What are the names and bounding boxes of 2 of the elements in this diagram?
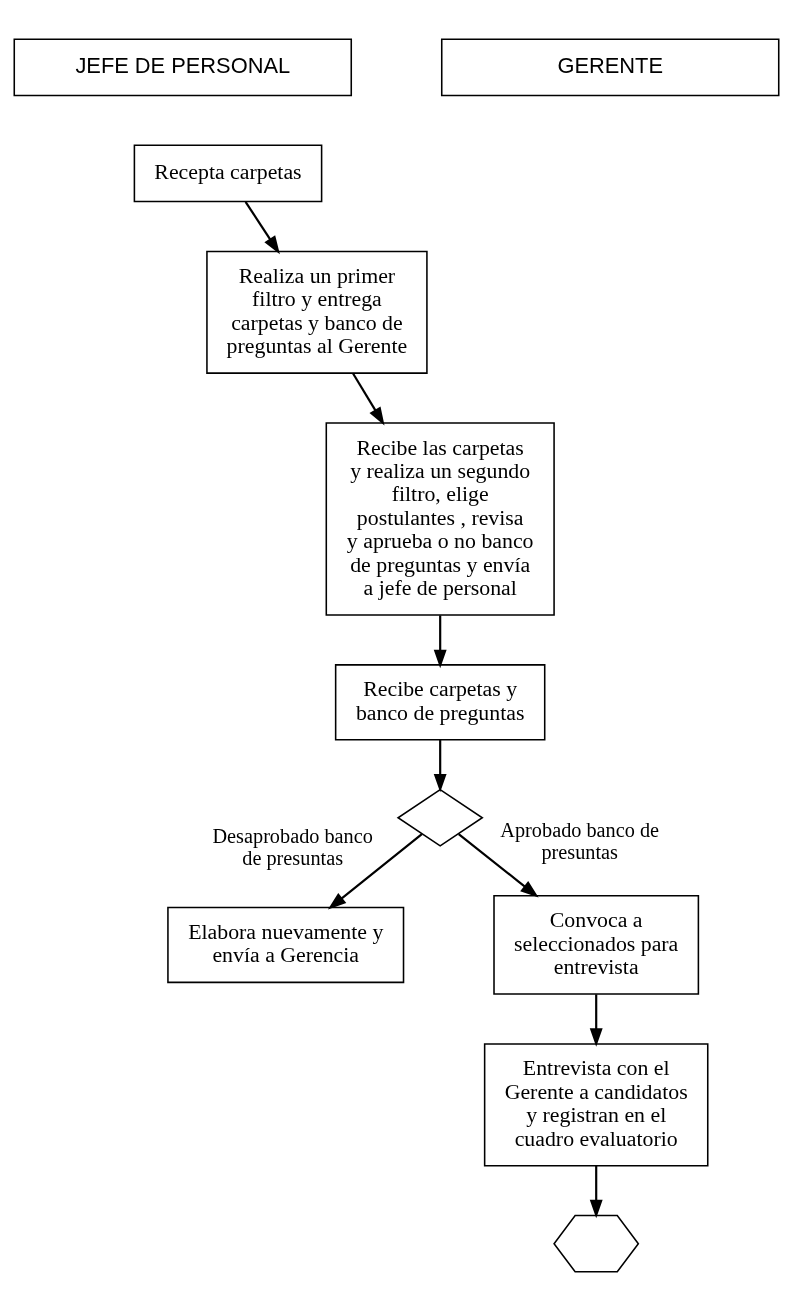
edge-label: Aprobado banco de presuntas <box>500 819 660 863</box>
edge-label: Desaprobado banco de presuntas <box>212 825 373 870</box>
